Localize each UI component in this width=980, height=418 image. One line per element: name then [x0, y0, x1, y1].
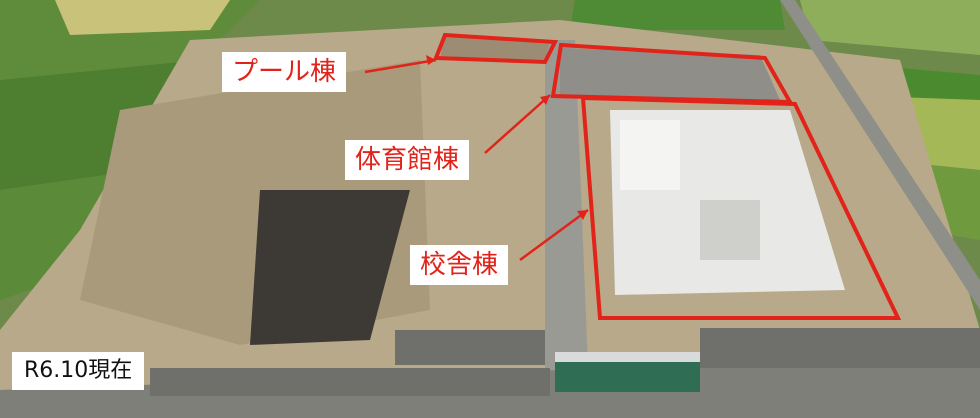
label-school-building: 校舎棟	[410, 245, 509, 285]
label-pool-building: プール棟	[222, 52, 347, 92]
label-gym-building: 体育館棟	[345, 140, 470, 180]
date-caption: R6.10現在	[12, 352, 145, 390]
